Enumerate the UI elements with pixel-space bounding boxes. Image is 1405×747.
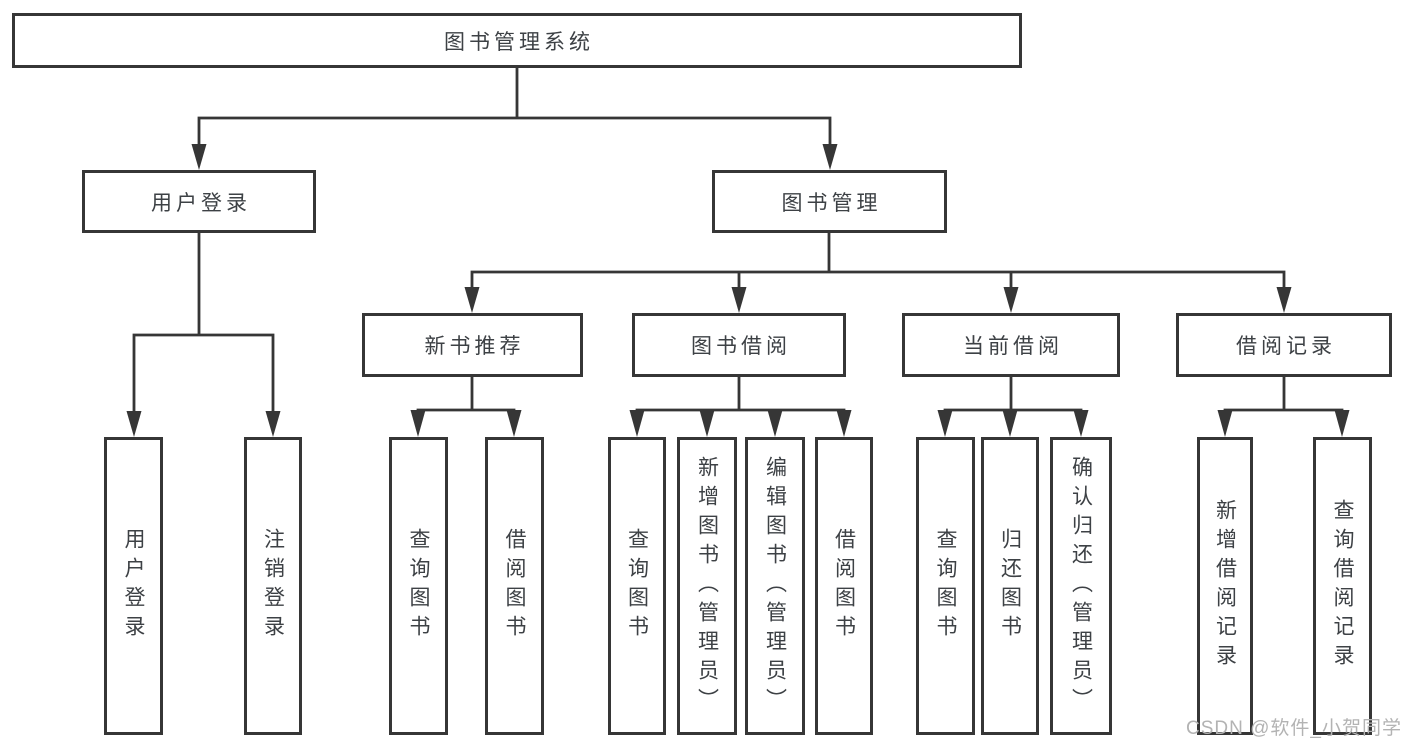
leaf-label: 新增图书（管理员）: [695, 455, 719, 717]
edge-borrowing-records-to-leaves: [1223, 377, 1344, 412]
leaf-label: 注销登录: [261, 528, 285, 644]
leaf-edit-books-admin: 编辑图书（管理员）: [745, 437, 805, 735]
leaf-label: 新增借阅记录: [1213, 499, 1237, 673]
leaf-label: 查询借阅记录: [1331, 499, 1354, 673]
leaf-logout: 注销登录: [244, 437, 302, 735]
leaf-query-borrow-record: 查询借阅记录: [1313, 437, 1372, 735]
leaf-label: 查询图书: [625, 528, 649, 644]
leaf-return-books: 归还图书: [981, 437, 1039, 735]
edge-book-management-to-level3: [470, 233, 1286, 288]
leaf-label: 查询图书: [934, 528, 957, 644]
edge-current-borrowing-to-leaves: [943, 377, 1083, 412]
leaf-label: 归还图书: [998, 528, 1022, 644]
leaf-query-books-borrowing: 查询图书: [608, 437, 666, 735]
leaf-borrow-books: 借阅图书: [815, 437, 873, 735]
leaf-label: 用户登录: [122, 528, 145, 644]
leaf-label: 借阅图书: [832, 528, 856, 644]
edge-root-to-level2: [197, 68, 832, 145]
leaf-label: 编辑图书（管理员）: [763, 455, 787, 717]
edge-user-login-to-leaves: [132, 233, 275, 412]
node-new-book-recommendation: 新书推荐: [362, 313, 583, 377]
node-book-management: 图书管理: [712, 170, 947, 233]
node-root-library-system: 图书管理系统: [12, 13, 1022, 68]
node-user-login: 用户登录: [82, 170, 316, 233]
edge-new-book-recommendation-to-leaves: [416, 376, 516, 412]
leaf-add-books-admin: 新增图书（管理员）: [677, 437, 737, 735]
leaf-add-borrow-record: 新增借阅记录: [1197, 437, 1253, 735]
leaf-label: 查询图书: [407, 528, 430, 644]
leaf-user-login: 用户登录: [104, 437, 163, 735]
node-book-borrowing: 图书借阅: [632, 313, 846, 377]
csdn-watermark: CSDN @软件_小贺同学: [1186, 718, 1402, 739]
edge-book-borrowing-to-leaves: [635, 376, 846, 412]
leaf-borrow-books-recommend: 借阅图书: [485, 437, 544, 735]
leaf-query-books-recommend: 查询图书: [389, 437, 448, 735]
leaf-confirm-return-admin: 确认归还（管理员）: [1050, 437, 1112, 735]
leaf-label: 确认归还（管理员）: [1069, 455, 1093, 717]
leaf-label: 借阅图书: [503, 528, 526, 644]
arrowheads: [126, 144, 1350, 437]
leaf-query-books-current: 查询图书: [916, 437, 975, 735]
node-current-borrowing: 当前借阅: [902, 313, 1120, 377]
node-borrowing-records: 借阅记录: [1176, 313, 1392, 377]
